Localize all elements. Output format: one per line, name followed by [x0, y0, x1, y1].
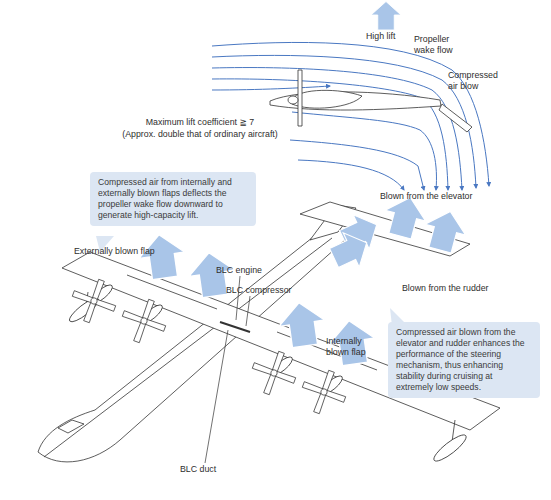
part-label: (Approx. double that of ordinary aircraf… — [95, 129, 305, 140]
flap-section — [439, 104, 472, 132]
propeller-blade — [298, 70, 302, 126]
leader-line — [236, 276, 240, 320]
high-lift-arrow — [371, 2, 401, 31]
part-label: Maximum lift coefficient ≧ 7 — [100, 117, 300, 128]
part-label: BLC duct — [180, 464, 250, 475]
propeller — [66, 273, 122, 329]
streamline — [212, 86, 330, 90]
propeller — [246, 345, 302, 401]
streamlines — [212, 42, 489, 190]
callout-text: Compressed air from internally and exter… — [98, 177, 248, 221]
spinner — [288, 96, 298, 104]
airfoil-section — [270, 70, 472, 132]
leader-line — [246, 296, 250, 326]
rudder-blow-arrow — [326, 226, 375, 276]
part-label: Compressed air blow — [448, 70, 502, 91]
part-label: Propeller wake flow — [414, 34, 462, 55]
streamline — [298, 160, 404, 190]
flap-blow-arrow — [136, 232, 188, 282]
blc-duct — [220, 322, 250, 332]
elevator-blow-arrow — [420, 206, 471, 255]
part-label: Externally blown flap — [74, 246, 194, 257]
flap-blow-arrow — [326, 318, 378, 368]
float — [431, 431, 469, 464]
cockpit-window — [58, 420, 84, 433]
part-label: BLC engine — [216, 265, 296, 276]
nacelle — [292, 90, 362, 108]
leaders — [205, 276, 250, 463]
callout-box: Compressed air blown from the elevator a… — [388, 322, 540, 398]
flap-blow-arrow — [276, 300, 328, 350]
streamline — [292, 112, 436, 190]
callout-box: Compressed air from internally and exter… — [90, 172, 256, 226]
part-label: Blown from the elevator — [380, 191, 510, 202]
leader-line — [205, 330, 228, 463]
propeller — [296, 364, 352, 420]
propeller — [116, 293, 172, 349]
streamline — [290, 140, 424, 190]
callout-text: Compressed air blown from the elevator a… — [396, 327, 532, 393]
part-label: Internally blown flap — [326, 336, 376, 357]
part-label: Blown from the rudder — [402, 283, 532, 294]
part-label: BLC compressor — [226, 285, 316, 296]
